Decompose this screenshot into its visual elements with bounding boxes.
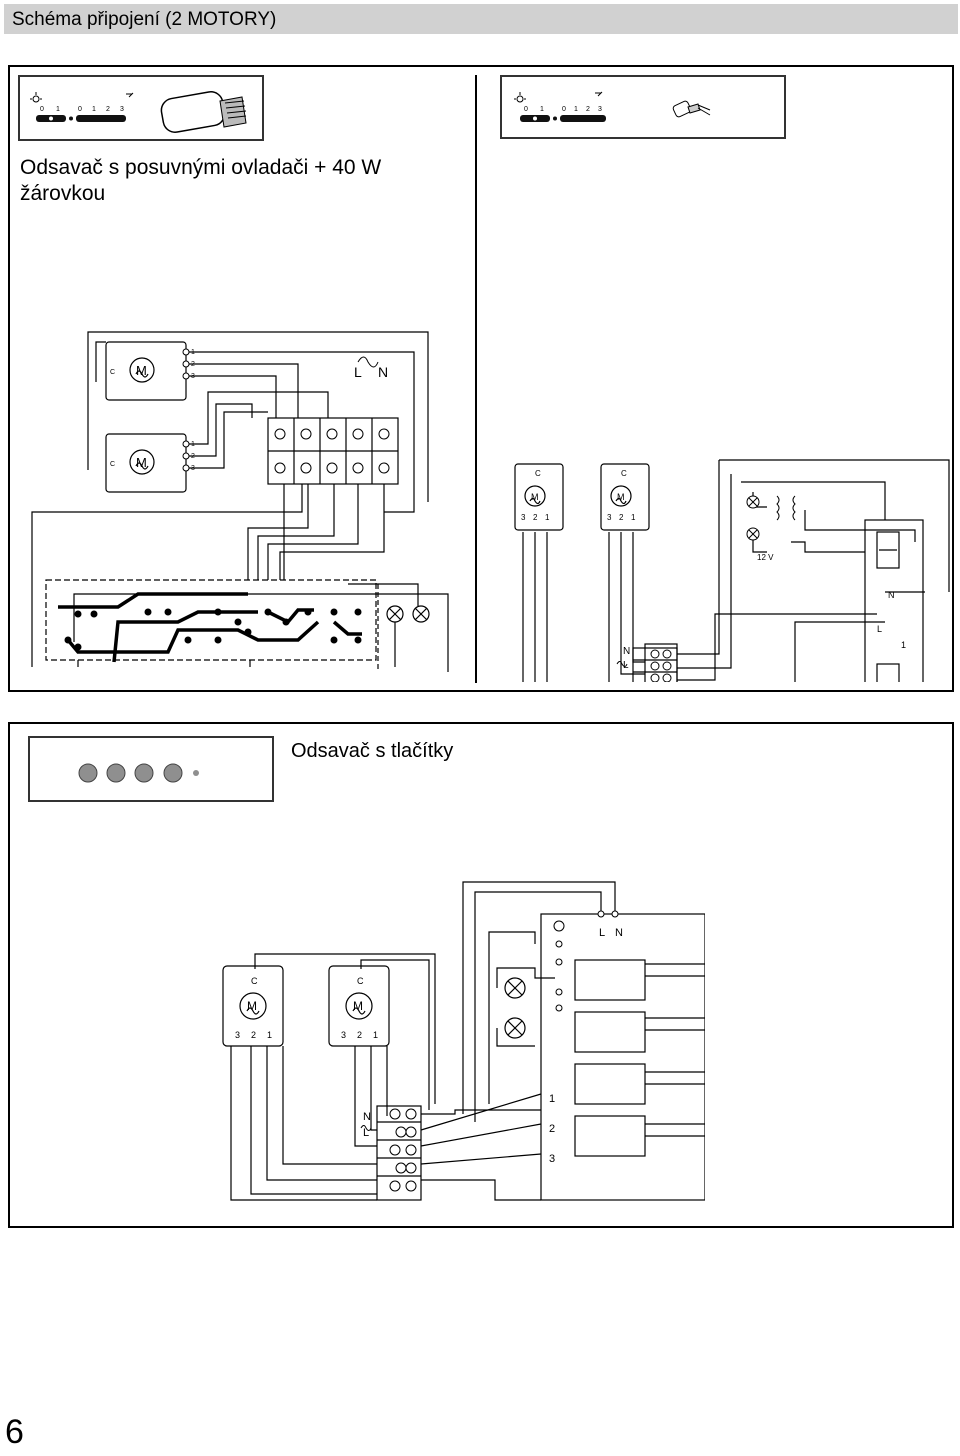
motor-1-terminal-c: C: [110, 369, 115, 376]
control-button-4[interactable]: [163, 763, 183, 783]
ac-symbol-icon: [616, 661, 628, 667]
motor-1-terminal-3: 3: [191, 373, 195, 380]
slider-scale-left-1: 1: [56, 106, 60, 113]
button-caption: Odsavač s tlačítky: [291, 740, 454, 762]
slider-scale-right-1: 1: [92, 106, 96, 113]
panel-divider: [475, 75, 477, 683]
halogen-scale-left-1: 1: [540, 106, 544, 113]
halogen-control-icon: 0 1 0 1 2 3: [514, 91, 711, 122]
switch-supply-l: L: [599, 927, 605, 939]
motor-1-symbol: M: [531, 492, 539, 502]
supply-label-n: N: [378, 364, 388, 380]
motor-1-terminal-2: 2: [533, 513, 538, 522]
button-control-box: [28, 736, 274, 802]
page-title: Schéma připojení (2 MOTORY): [12, 9, 277, 30]
slider-scale-right-3: 3: [120, 106, 124, 113]
switch-label-3: 3: [549, 1153, 555, 1165]
control-button-3[interactable]: [134, 763, 154, 783]
motor-1-terminal-1: 1: [191, 349, 195, 356]
control-button-2[interactable]: [106, 763, 126, 783]
halogen-supply-n: N: [623, 646, 630, 657]
motor-1-terminal-3: 3: [521, 513, 526, 522]
motor-1-terminal-2: 2: [191, 361, 195, 368]
motor-1-terminal-1: 1: [267, 1030, 272, 1040]
slider-control-icon: 0 1 0 1 2 3: [30, 91, 247, 133]
switch-label-n: N: [888, 590, 895, 600]
motor-1-terminal-c: C: [251, 976, 258, 986]
button-supply-n: N: [363, 1111, 371, 1123]
motor-2-terminal-3: 3: [191, 465, 195, 472]
motor-1-terminal-c: C: [535, 469, 541, 478]
button-supply-l: L: [363, 1127, 369, 1139]
halogen-scale-right-2: 2: [586, 106, 590, 113]
slider-control-box: 0 1 0 1 2 3: [18, 75, 264, 141]
slider-wiring-diagram: L N M M 1 2 3 C 1 2 3 C: [31, 331, 449, 672]
motor-1-symbol: M: [136, 363, 147, 378]
motor-2-terminal-c: C: [357, 976, 364, 986]
motor-2-terminal-2: 2: [191, 453, 195, 460]
motor-1-terminal-3: 3: [235, 1030, 240, 1040]
switch-label-1: 1: [549, 1093, 555, 1105]
halogen-wiring-diagram: 12 V M M C 3 2 1 C 3 2 1 L N N 1 L 3 2: [514, 459, 950, 682]
transformer-label: 12 V: [757, 553, 774, 562]
motor-1-terminal-1: 1: [545, 513, 550, 522]
motor-2-terminal-2: 2: [619, 513, 624, 522]
slider-scale-right-2: 2: [106, 106, 110, 113]
halogen-scale-left-0: 0: [524, 106, 528, 113]
motor-2-terminal-2: 2: [357, 1030, 362, 1040]
motor-2-symbol: M: [617, 492, 625, 502]
motor-2-terminal-3: 3: [607, 513, 612, 522]
motor-2-terminal-1: 1: [373, 1030, 378, 1040]
motor-1-symbol: M: [247, 999, 257, 1013]
motor-2-terminal-1: 1: [631, 513, 636, 522]
motor-1-terminal-2: 2: [251, 1030, 256, 1040]
ac-symbol-icon: [360, 1125, 372, 1131]
switch-label-1: 1: [901, 640, 906, 650]
slider-scale-right-0: 0: [78, 106, 82, 113]
halogen-bulb-icon: [672, 100, 711, 118]
slider-scale-left-0: 0: [40, 106, 44, 113]
button-control-icon: [78, 763, 199, 783]
motor-2-terminal-1: 1: [191, 441, 195, 448]
halogen-control-box: 0 1 0 1 2 3: [500, 75, 786, 139]
switch-label-2: 2: [549, 1123, 555, 1135]
halogen-scale-right-3: 3: [598, 106, 602, 113]
incandescent-bulb-icon: [160, 91, 247, 133]
slider-caption: Odsavač s posuvnými ovladači + 40 W žáro…: [20, 156, 382, 205]
motor-2-terminal-c: C: [621, 469, 627, 478]
motor-2-symbol: M: [353, 999, 363, 1013]
switch-label-l: L: [877, 624, 882, 634]
button-wiring-diagram: M M C C 3 2 1 3 2 1 L N L N 1 2 3: [222, 881, 705, 1201]
page-header: Schéma připojení (2 MOTORY): [4, 4, 958, 34]
halogen-scale-right-0: 0: [562, 106, 566, 113]
indicator-led-icon: [193, 770, 199, 776]
supply-label-l: L: [354, 364, 362, 380]
motor-2-terminal-3: 3: [341, 1030, 346, 1040]
switch-supply-n: N: [615, 927, 623, 939]
control-button-1[interactable]: [78, 763, 98, 783]
panel-button-diagram: Odsavač s tlačítky: [8, 722, 954, 1228]
page-number: 6: [5, 1413, 24, 1451]
ac-symbol-icon: [357, 356, 379, 368]
motor-2-symbol: M: [136, 455, 147, 470]
panel-slider-diagrams: 0 1 0 1 2 3: [8, 65, 954, 692]
transformer-coil-icon: [776, 495, 780, 521]
halogen-scale-right-1: 1: [574, 106, 578, 113]
motor-2-terminal-c: C: [110, 461, 115, 468]
